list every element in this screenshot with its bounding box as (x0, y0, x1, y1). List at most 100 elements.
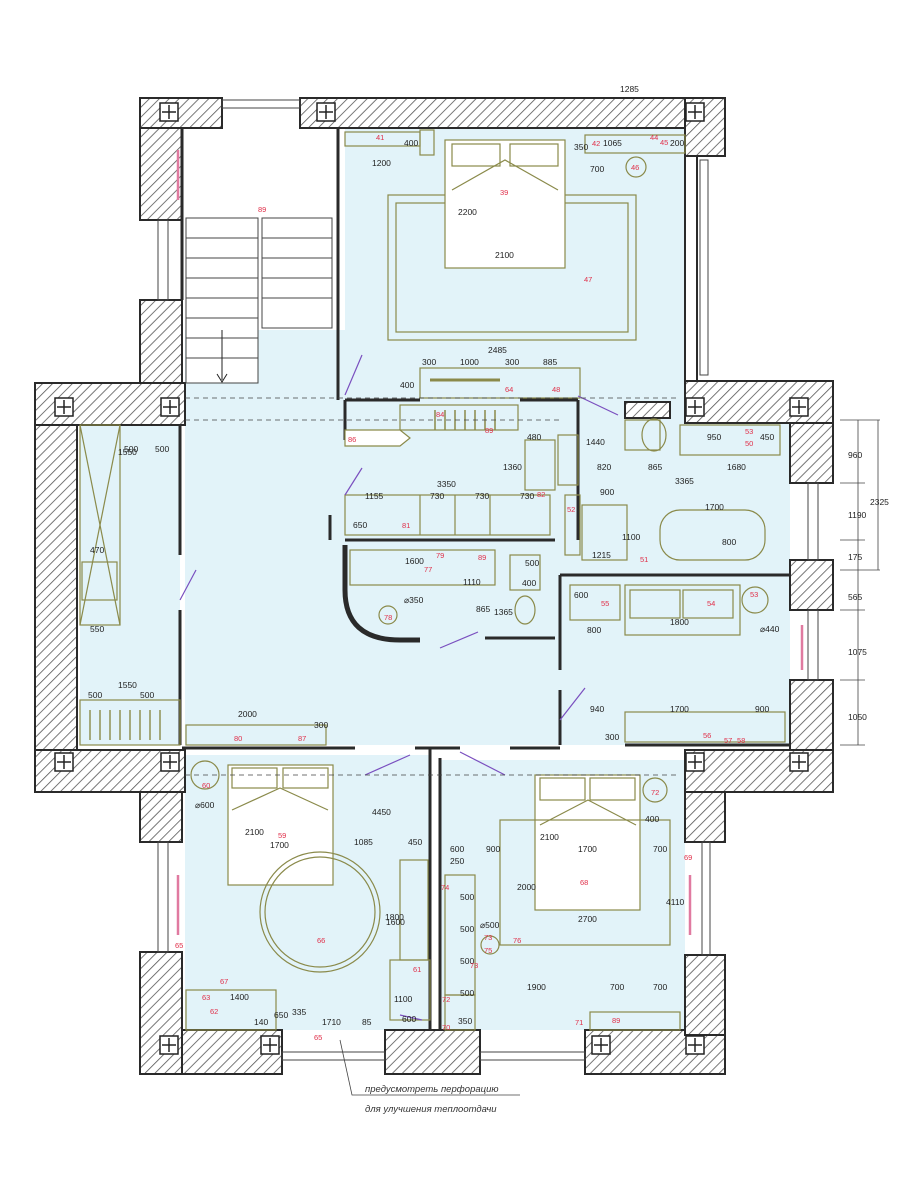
rug-round (259, 851, 381, 973)
item-tag: 80 (234, 734, 242, 743)
column-marker (591, 1035, 611, 1055)
dim-label: 500 (460, 956, 474, 966)
walls (34, 97, 834, 1075)
dim-label: 1100 (622, 532, 641, 542)
right-dimension-chain (840, 419, 880, 746)
item-tags: 89 41 42 44 45 46 39 47 48 64 84 86 89 8… (175, 133, 758, 1042)
staircase (185, 217, 333, 384)
item-tag: 61 (413, 965, 421, 974)
window-left-bottom (157, 841, 169, 953)
dim-label: 1700 (270, 840, 289, 850)
dim-label: 1400 (230, 992, 249, 1002)
item-tag: 64 (505, 385, 513, 394)
dim-label: 950 (707, 432, 721, 442)
dimension-labels: 1285 1200 400 350 1065 200 700 2200 2100… (88, 84, 889, 1027)
sink-78 (378, 605, 398, 625)
interior-walls (178, 128, 790, 1030)
wall-right-outer-top (684, 380, 834, 424)
item-tag: 51 (640, 555, 648, 564)
item-tag: 54 (707, 599, 715, 608)
dim-label: 335 (292, 1007, 306, 1017)
dim-label: 865 (476, 604, 490, 614)
dim-label: 1365 (494, 607, 513, 617)
column-marker (685, 752, 705, 772)
wall-right-outer-bottom (684, 749, 834, 793)
item-tag: 82 (537, 490, 545, 499)
radiators (176, 150, 804, 935)
item-tag: 45 (660, 138, 668, 147)
item-tag: 48 (552, 385, 560, 394)
item-tag: 72 (442, 995, 450, 1004)
column-marker (260, 1035, 280, 1055)
dim-label: 700 (653, 844, 667, 854)
wall-top-right-corner (684, 97, 726, 157)
column-marker (160, 752, 180, 772)
column-marker (789, 752, 809, 772)
dim-label: 300 (314, 720, 328, 730)
item-tag: 89 (485, 426, 493, 435)
bathtub (659, 509, 766, 561)
dim-label: 2100 (245, 827, 264, 837)
item-tag: 72 (651, 788, 659, 797)
dim-label: 3350 (437, 479, 456, 489)
dim-label: 300 (505, 357, 519, 367)
dim-label: 480 (527, 432, 541, 442)
dim-label: 1110 (463, 577, 481, 587)
perforation-note-line2: для улучшения теплоотдачи (365, 1104, 497, 1115)
column-marker (789, 397, 809, 417)
chair-46 (625, 156, 647, 178)
item-tag: 60 (202, 781, 210, 790)
doors (179, 354, 619, 1021)
dim-label: 885 (543, 357, 557, 367)
dim-label: 1285 (620, 84, 639, 94)
wall-bottom-mid (384, 1029, 481, 1075)
dim-label: ⌀500 (480, 920, 500, 930)
column-marker (159, 102, 179, 122)
dim-label: 1200 (372, 158, 391, 168)
dim-label: 4450 (372, 807, 391, 817)
item-tag: 89 (258, 205, 266, 214)
dim-label: 1700 (705, 502, 724, 512)
item-tag: 87 (298, 734, 306, 743)
dim-label: 2100 (540, 832, 559, 842)
note-leader (339, 1039, 520, 1096)
dim-label: 350 (458, 1016, 472, 1026)
dim-label: 700 (590, 164, 604, 174)
dim-label: 700 (653, 982, 667, 992)
item-tag: 70 (442, 1023, 450, 1032)
columns (54, 102, 809, 1055)
bed-left (227, 764, 334, 886)
dim-label: 940 (590, 704, 604, 714)
wall-top-mid (299, 97, 726, 129)
dim-label: 1600 (405, 556, 424, 566)
dim-label: 565 (848, 592, 862, 602)
wall-right-outer-mid (789, 422, 834, 484)
item-tag: 62 (210, 1007, 218, 1016)
dim-label: ⌀350 (404, 595, 424, 605)
dim-label: 900 (600, 487, 614, 497)
sink-52 (564, 494, 581, 556)
window-top-left (221, 99, 301, 109)
dim-label: 2100 (495, 250, 514, 260)
window-left-top (157, 219, 169, 301)
table-72 (642, 777, 668, 803)
dim-label: 1800 (385, 912, 404, 922)
window-bottom-mid (479, 1051, 586, 1061)
item-tag: 81 (402, 521, 410, 530)
rug-right (499, 819, 671, 946)
dim-label: 600 (574, 590, 588, 600)
dim-label: 500 (124, 444, 138, 454)
dim-label: 140 (254, 1017, 268, 1027)
dim-label: 1155 (365, 491, 384, 501)
item-tag: 66 (317, 936, 325, 945)
item-tag: 57 (724, 736, 732, 745)
dim-label: 350 (574, 142, 588, 152)
dim-label: 900 (755, 704, 769, 714)
dim-label: 400 (522, 578, 536, 588)
shelf-89 (589, 1011, 681, 1031)
item-tag: 58 (737, 736, 745, 745)
item-tag: 77 (424, 565, 432, 574)
dim-label: 1440 (586, 437, 605, 447)
column-marker (159, 1035, 179, 1055)
window-right-mid (807, 482, 819, 561)
